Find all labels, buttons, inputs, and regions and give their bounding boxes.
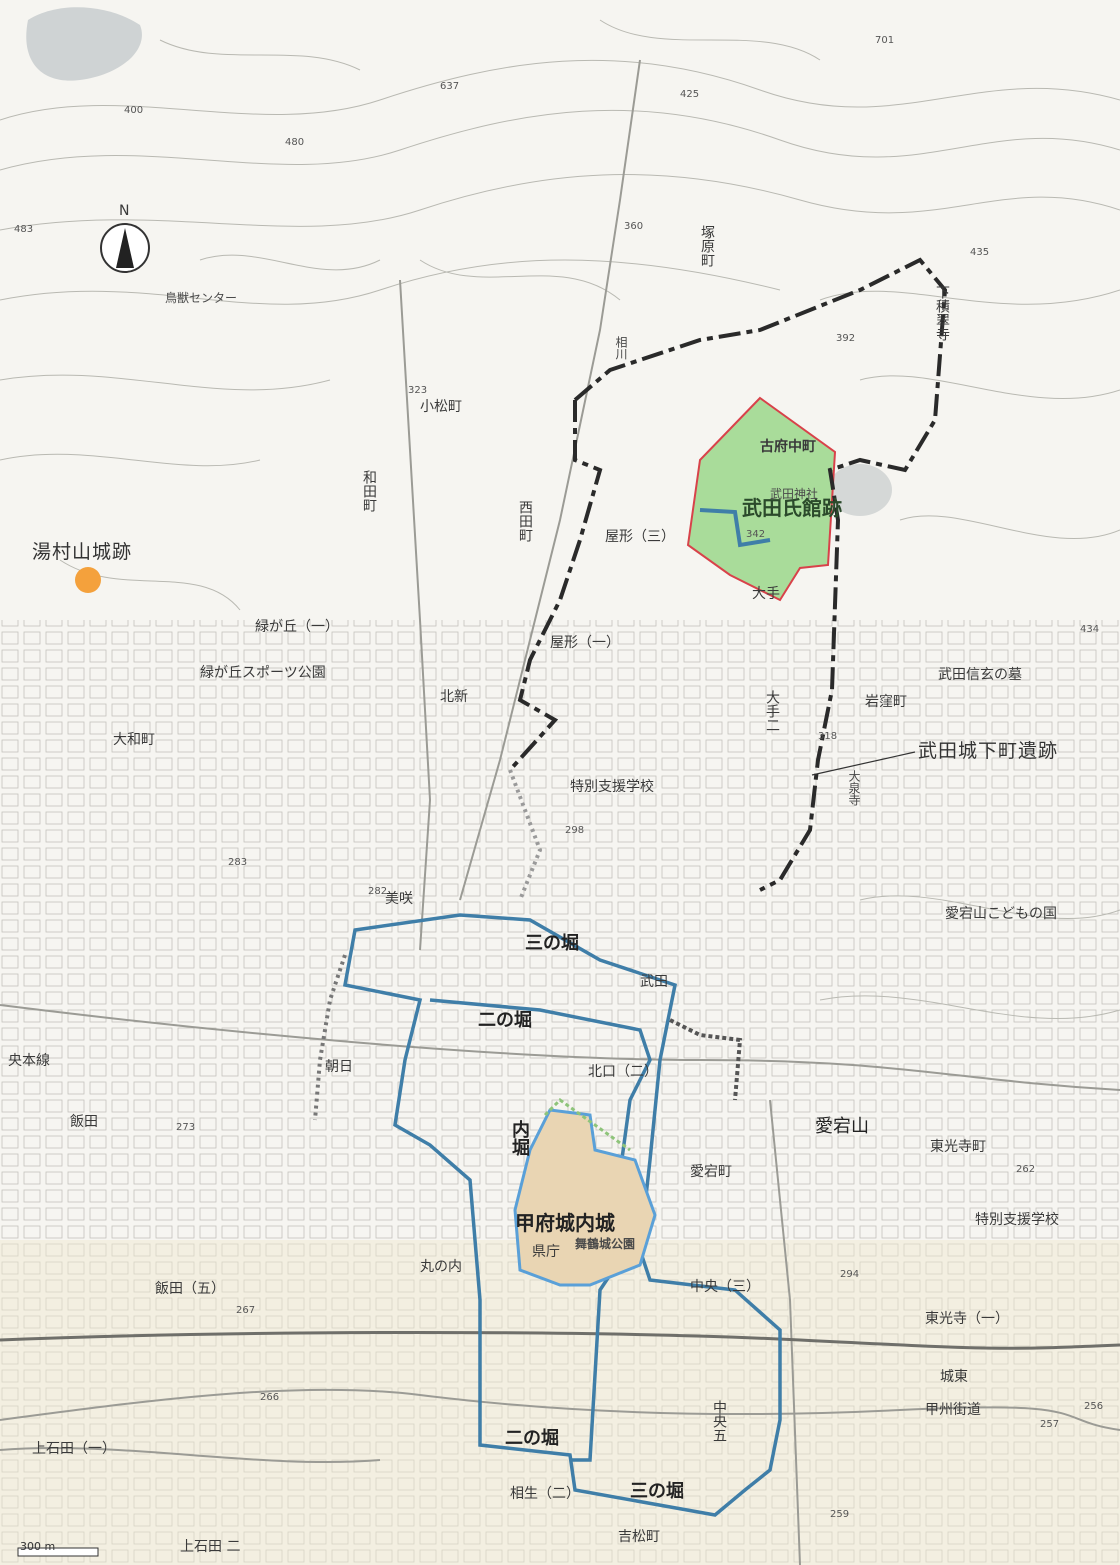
ninohori-bottom-label: 二の堀 <box>505 1428 559 1449</box>
place-chuo-line: 央本線 <box>8 1053 50 1069</box>
pond <box>828 464 892 516</box>
place-chojuen: 鳥獣センター <box>165 291 238 305</box>
place-tsukahara: 塚原町 <box>699 225 715 267</box>
place-daisenji: 大泉寺 <box>847 770 861 806</box>
place-tokubetsu2: 特別支援学校 <box>570 779 654 795</box>
place-yoshimatsu: 吉松町 <box>618 1529 660 1545</box>
elev-13: 273 <box>176 1122 196 1133</box>
place-nishida: 西田町 <box>517 500 533 542</box>
elev-12: 282 <box>368 886 388 897</box>
scale-label: 300 m <box>20 1540 56 1553</box>
elev-0: 637 <box>440 81 460 92</box>
elev-16: 267 <box>236 1305 256 1316</box>
takeda-castle-town-label[interactable]: 武田城下町遺跡 <box>918 740 1059 762</box>
elev-7: 392 <box>836 333 856 344</box>
elev-9: 318 <box>818 731 838 742</box>
elev-4: 400 <box>124 105 144 116</box>
place-kitaguchi: 北口（二） <box>588 1064 658 1080</box>
place-kofuchu: 古府中町 <box>760 439 816 455</box>
place-kamiishida: 上石田（一） <box>32 1441 116 1457</box>
place-ote2: 大手二 <box>764 690 780 732</box>
yumura-site-marker <box>75 567 101 593</box>
place-komatsu: 小松町 <box>420 399 462 415</box>
kofu-outer-moat <box>342 913 782 1517</box>
place-asahi: 朝日 <box>325 1059 353 1075</box>
elev-22: 701 <box>875 35 895 46</box>
scale-bar <box>17 1547 99 1557</box>
place-takeda: 武田 <box>640 974 668 990</box>
kofu-inner-castle <box>513 1108 657 1287</box>
place-kaishu-kaido: 甲州街道 <box>925 1402 981 1418</box>
kofu-middle-moat <box>429 998 652 1462</box>
roads <box>0 59 1120 1565</box>
place-midorigaoka: 緑が丘（一） <box>255 619 339 635</box>
place-takeda-jinja: 武田神社 <box>770 487 819 501</box>
takeda-residence-label[interactable]: 武田氏館跡 <box>742 496 842 520</box>
maizuru-park-label: 舞鶴城公園 <box>575 1237 636 1251</box>
place-iida5: 飯田（五） <box>155 1281 225 1297</box>
place-atagocho: 愛宕町 <box>690 1164 732 1180</box>
place-midorigaoka-park: 緑が丘スポーツ公園 <box>200 665 326 681</box>
sannohori-top-label: 三の堀 <box>525 933 579 954</box>
place-misaki: 美咲 <box>385 891 413 907</box>
place-iida: 飯田 <box>70 1114 98 1130</box>
kofu-inner-castle-label[interactable]: 甲府城内城 <box>515 1211 615 1235</box>
elev-8: 342 <box>746 529 766 540</box>
elev-3: 483 <box>14 224 34 235</box>
place-aikawa: 相川 <box>614 336 628 360</box>
lake <box>26 7 142 81</box>
elev-14: 283 <box>228 857 248 868</box>
elev-18: 262 <box>1016 1164 1036 1175</box>
place-kitashin: 北新 <box>440 689 468 705</box>
elev-5: 323 <box>408 385 428 396</box>
elev-20: 256 <box>1084 1401 1104 1412</box>
place-kencho: 県庁 <box>532 1244 560 1260</box>
elev-11: 298 <box>565 825 585 836</box>
place-aioi: 相生（二） <box>510 1486 580 1502</box>
place-shimo-sekiya: 下積翠寺 <box>934 285 950 341</box>
place-tokubetsu: 特別支援学校 <box>975 1212 1059 1228</box>
elev-6: 360 <box>624 221 644 232</box>
elev-10: 434 <box>1080 624 1100 635</box>
yumura-castle-ruins-label[interactable]: 湯村山城跡 <box>32 541 133 563</box>
place-yakata3: 屋形（三） <box>605 529 675 545</box>
sannohori-bottom-label: 三の堀 <box>630 1481 684 1502</box>
place-ote: 大手 <box>752 586 780 602</box>
elev-15: 294 <box>840 1269 860 1280</box>
north-arrow-icon <box>100 223 150 273</box>
place-toukouji: 東光寺町 <box>930 1139 986 1155</box>
place-yakata1: 屋形（一） <box>550 635 620 651</box>
place-chuo5: 中央五 <box>711 1400 727 1442</box>
elev-17: 266 <box>260 1392 280 1403</box>
place-atagoyama: 愛宕山 <box>815 1116 869 1137</box>
ninohori-top-label: 二の堀 <box>478 1010 532 1031</box>
place-marunouchi: 丸の内 <box>420 1259 462 1275</box>
place-iwakubo: 岩窪町 <box>865 694 907 710</box>
place-joto: 城東 <box>940 1369 968 1385</box>
place-daiwa: 大和町 <box>113 732 155 748</box>
castle-town-boundary <box>573 257 948 892</box>
contour-lines <box>0 19 1120 1020</box>
place-toukouji1: 東光寺（一） <box>925 1311 1009 1327</box>
uchibori-label: 内堀 <box>509 1120 530 1156</box>
elev-23: 435 <box>970 247 990 258</box>
north-arrow-label: N <box>119 203 130 219</box>
place-shingen-haka: 武田信玄の墓 <box>938 667 1022 683</box>
place-atago-kodomo: 愛宕山こどもの国 <box>945 906 1057 922</box>
elev-2: 480 <box>285 137 305 148</box>
elev-1: 425 <box>680 89 700 100</box>
elev-19: 257 <box>1040 1419 1060 1430</box>
elev-21: 259 <box>830 1509 850 1520</box>
place-wada: 和田町 <box>361 470 377 512</box>
place-kamiishida2: 上石田 二 <box>180 1539 241 1555</box>
place-chuo: 中央（三） <box>690 1279 760 1295</box>
